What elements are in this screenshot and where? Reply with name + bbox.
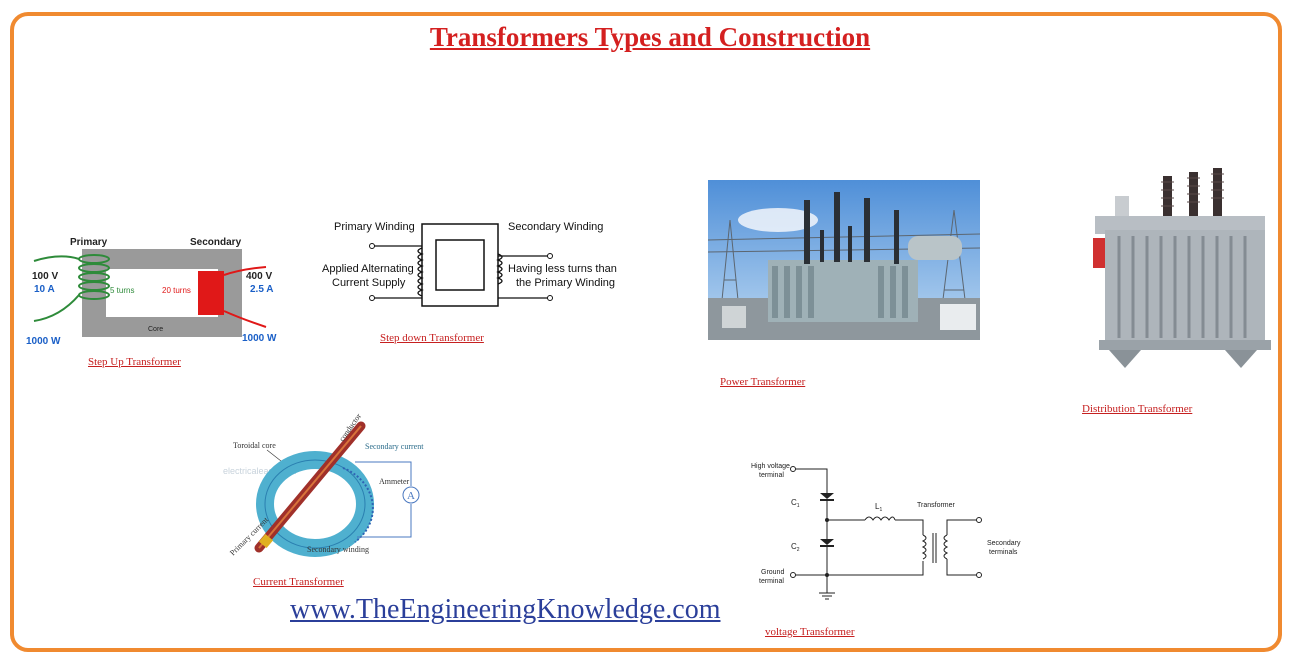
- current-transformer-caption[interactable]: Current Transformer: [253, 576, 344, 588]
- secondary-winding-label: Secondary winding: [307, 545, 369, 554]
- ground-label-2: terminal: [759, 578, 784, 585]
- distribution-transformer-caption[interactable]: Distribution Transformer: [1082, 403, 1193, 415]
- voltage-out: 400 V: [246, 271, 272, 282]
- secondary-label: Secondary: [190, 237, 242, 248]
- voltage-transformer-diagram: High voltage terminal C1 C2 L1 Transform…: [751, 463, 1021, 600]
- primary-coil: [33, 254, 110, 322]
- watermark: electricaleasy.com: [223, 466, 296, 476]
- applied-ac-note-1: Applied Alternating: [322, 263, 414, 275]
- ground-label-1: Ground: [761, 569, 784, 576]
- secondary-winding-label: Secondary Winding: [508, 221, 603, 233]
- page-title: Transformers Types and Construction: [429, 22, 871, 52]
- turns-secondary: 20 turns: [162, 286, 191, 295]
- ammeter-label: Ammeter: [379, 477, 410, 486]
- c1-label: C1: [791, 498, 800, 509]
- current-transformer-diagram: electricaleasy.com Toroidal core conduct…: [223, 412, 424, 558]
- current-in: 10 A: [34, 284, 55, 295]
- less-turns-note-1: Having less turns than: [508, 263, 617, 275]
- less-turns-note-2: the Primary Winding: [516, 277, 615, 289]
- windings: [372, 245, 550, 299]
- high-voltage-label-2: terminal: [759, 472, 784, 479]
- step-up-caption[interactable]: Step Up Transformer: [88, 356, 181, 368]
- step-down-caption[interactable]: Step down Transformer: [380, 332, 484, 344]
- distribution-transformer-photo: [1093, 168, 1271, 368]
- turns-primary: 5 turns: [110, 286, 134, 295]
- power-in: 1000 W: [26, 336, 61, 347]
- transformer-label: Transformer: [917, 502, 956, 509]
- secondary-terminals-label-1: Secondary: [987, 540, 1021, 547]
- power-transformer-photo: [707, 180, 981, 341]
- website-link[interactable]: www.TheEngineeringKnowledge.com: [290, 594, 721, 625]
- step-up-diagram: Primary Secondary Core 5 turns 20 turns …: [26, 237, 277, 347]
- l1-label: L1: [875, 502, 882, 513]
- secondary-coil: [198, 266, 267, 328]
- power-out: 1000 W: [242, 333, 277, 344]
- core-label: Core: [148, 326, 163, 333]
- current-out: 2.5 A: [250, 284, 274, 295]
- toroidal-core-label: Toroidal core: [233, 441, 276, 450]
- primary-label: Primary: [70, 237, 108, 248]
- voltage-in: 100 V: [32, 271, 58, 282]
- ammeter-icon: [402, 486, 420, 504]
- power-transformer-caption[interactable]: Power Transformer: [720, 376, 806, 388]
- secondary-current-label: Secondary current: [365, 442, 424, 451]
- c2-label: C2: [791, 542, 800, 553]
- ammeter-symbol: A: [407, 490, 415, 502]
- applied-ac-note-2: Current Supply: [332, 277, 406, 289]
- high-voltage-label-1: High voltage: [751, 463, 790, 470]
- primary-winding-label: Primary Winding: [334, 221, 415, 233]
- transformer-core: [421, 223, 499, 307]
- voltage-transformer-caption[interactable]: voltage Transformer: [765, 626, 855, 638]
- secondary-winding-coil: [342, 467, 374, 543]
- step-down-diagram: Primary Winding Secondary Winding Applie…: [322, 221, 617, 307]
- secondary-terminals-label-2: terminals: [989, 549, 1018, 556]
